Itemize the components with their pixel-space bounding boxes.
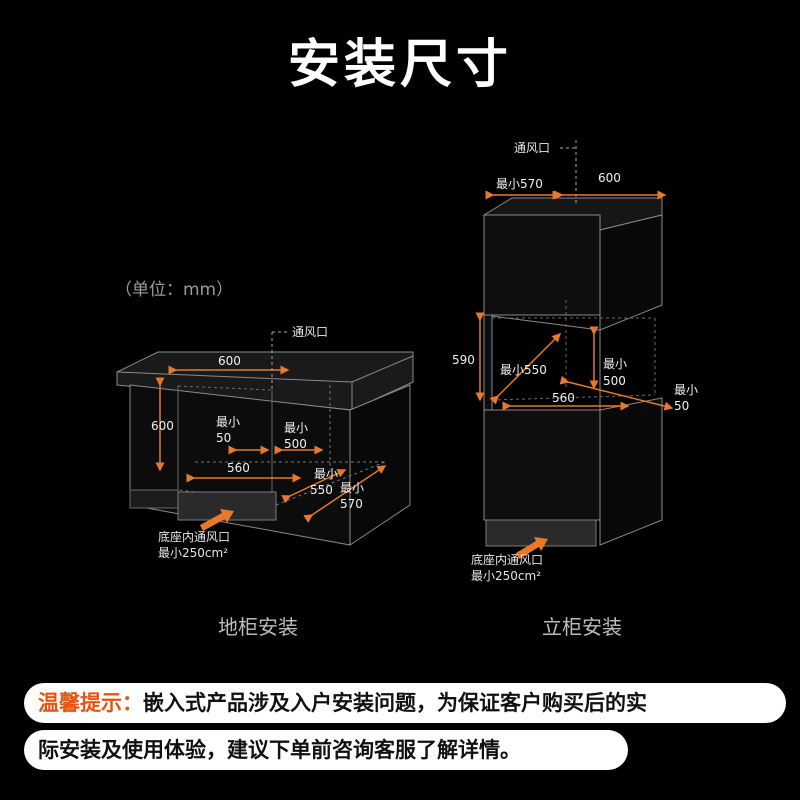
airflow-arrow-icon <box>200 509 234 531</box>
tall-min500-line1: 最小 <box>603 357 627 371</box>
tall-dim-600: 600 <box>598 171 621 185</box>
tall-base-vent-line2: 最小250cm² <box>471 569 541 583</box>
tall-min550: 最小550 <box>500 363 547 377</box>
tall-min50-line2: 50 <box>674 399 689 413</box>
tall-caption: 立柜安装 <box>542 615 622 639</box>
cabinet-dim-560: 560 <box>227 461 250 475</box>
cabinet-base-vent-line1: 底座内通风口 <box>158 529 230 544</box>
cabinet-min50-line1: 最小 <box>216 415 240 429</box>
page-title: 安装尺寸 <box>287 35 512 95</box>
cabinet-min500-line2: 500 <box>284 437 307 451</box>
tall-dim-560: 560 <box>552 391 575 405</box>
cabinet-base-vent-line2: 最小250cm² <box>158 546 228 560</box>
unit-label: （单位：mm） <box>115 280 233 300</box>
tall-vent-label: 通风口 <box>514 141 550 155</box>
cabinet-min550-line2: 550 <box>310 483 333 497</box>
cabinet-min570-line1: 最小 <box>340 481 364 495</box>
cabinet-dim-600-height: 600 <box>151 419 174 433</box>
tip-text-line2: 际安装及使用体验，建议下单前咨询客服了解详情。 <box>38 738 521 762</box>
tall-cabinet-install-diagram: 通风口 最小570 600 590 最小550 最小 500 560 最小 50… <box>452 140 698 639</box>
cabinet-min570-line2: 570 <box>340 497 363 511</box>
installation-diagram: （单位：mm） 通风口 600 600 <box>115 140 698 639</box>
tip-box-line2: 际安装及使用体验，建议下单前咨询客服了解详情。 <box>24 730 628 770</box>
cabinet-caption: 地柜安装 <box>218 615 298 639</box>
tall-dim-590: 590 <box>452 353 475 367</box>
tall-min570: 最小570 <box>496 177 543 191</box>
cabinet-min500-line1: 最小 <box>284 421 308 435</box>
cabinet-min550-line1: 最小 <box>314 467 338 481</box>
cabinet-dim-600-width: 600 <box>218 354 241 368</box>
cabinet-vent-label: 通风口 <box>292 325 328 339</box>
cabinet-min50-line2: 50 <box>216 431 231 445</box>
tall-min50-line1: 最小 <box>674 383 698 397</box>
tip-heading: 温馨提示： <box>38 691 143 715</box>
cabinet-install-diagram: 通风口 600 600 最小 50 最小 500 560 最小 550 最小 5… <box>116 325 414 639</box>
tip-box-line1: 温馨提示：嵌入式产品涉及入户安装问题，为保证客户购买后的实 <box>24 683 786 723</box>
tip-text-line1: 嵌入式产品涉及入户安装问题，为保证客户购买后的实 <box>143 691 647 715</box>
tall-airflow-arrow-icon <box>516 537 548 559</box>
tall-base-vent-line1: 底座内通风口 <box>471 552 543 567</box>
tall-min500-line2: 500 <box>603 374 626 388</box>
